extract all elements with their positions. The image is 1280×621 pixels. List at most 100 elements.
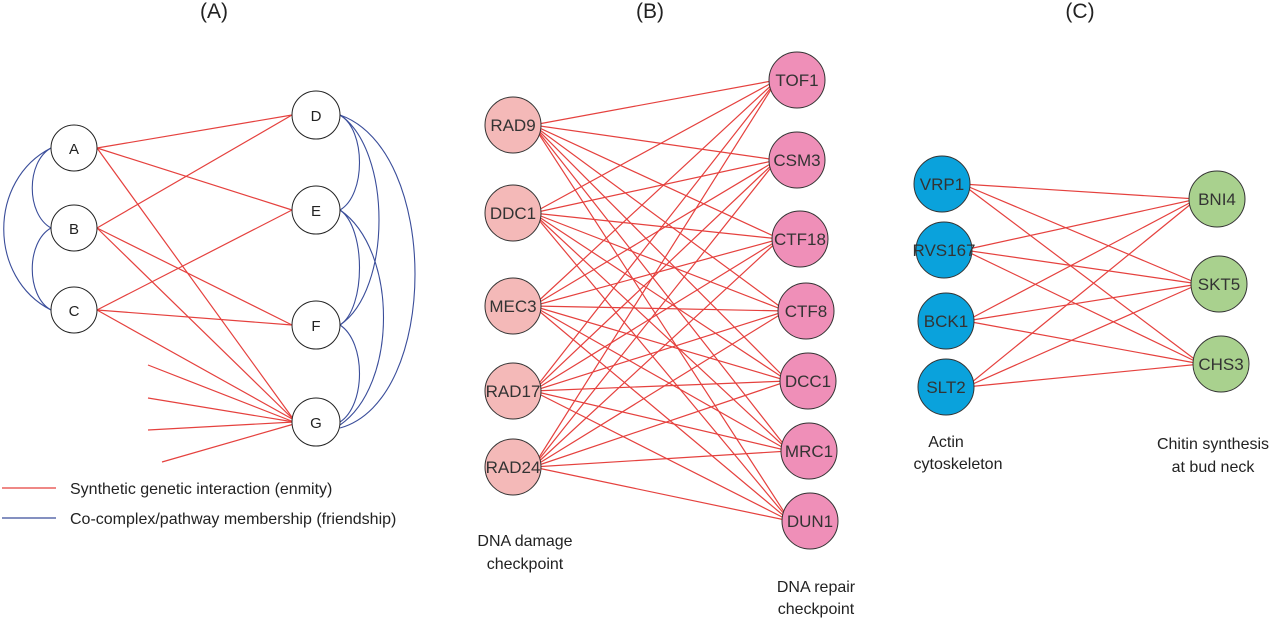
panel-b-edge-2-6 — [532, 305, 791, 522]
panel-b-edge-2-1 — [532, 159, 778, 307]
edge-c-g — [96, 309, 295, 421]
panel-b-edge-0-0 — [532, 79, 778, 126]
node-dcc1-label: DCC1 — [785, 372, 831, 391]
node-ddc1-label: DDC1 — [490, 204, 536, 223]
node-tof1: TOF1 — [768, 51, 826, 109]
panel-a-network: A B C D E F G — [3, 90, 416, 463]
panel-b-edge-0-5 — [532, 124, 790, 452]
node-skt5: SKT5 — [1190, 255, 1248, 313]
node-bni4: BNI4 — [1188, 170, 1246, 228]
node-e-label: E — [311, 203, 321, 220]
node-ctf18-label: CTF18 — [774, 230, 826, 249]
node-c: C — [50, 286, 98, 334]
node-slt2-label: SLT2 — [926, 378, 965, 397]
panel-c-left-caption-2: cytoskeleton — [914, 456, 1003, 473]
panel-b-edge-0-6 — [532, 124, 791, 522]
panel-b-edge-3-5 — [532, 390, 790, 452]
panel-b-edge-4-4 — [532, 380, 789, 468]
edge-e-f — [339, 209, 361, 326]
node-vrp1: VRP1 — [913, 155, 971, 213]
panel-b-edge-2-5 — [532, 305, 790, 452]
panel-c-edge-1-1 — [963, 249, 1200, 285]
node-f-label: F — [311, 318, 320, 335]
panel-b-title: (B) — [636, 0, 664, 23]
panel-b-network: RAD9 DDC1 MEC3 RAD17 RAD24 TOF1 CSM3 CTF… — [477, 51, 856, 618]
node-rad9: RAD9 — [484, 96, 542, 154]
panel-b-edge-4-0 — [532, 79, 778, 468]
panel-b-right-caption-1: DNA repair — [777, 579, 856, 596]
node-rad17-label: RAD17 — [486, 382, 541, 401]
edge-f-g — [339, 324, 361, 423]
node-ctf8-label: CTF8 — [785, 302, 828, 321]
edge-a-c — [3, 147, 52, 311]
node-ctf8: CTF8 — [777, 282, 835, 340]
panel-c-edge-3-2 — [965, 363, 1202, 388]
node-mrc1: MRC1 — [780, 422, 838, 480]
panel-c-edge-0-1 — [961, 183, 1200, 285]
node-chs3-label: CHS3 — [1198, 355, 1243, 374]
panel-c-nodes: VRP1 RVS167 BCK1 SLT2 BNI4 SKT5 CHS3 — [912, 155, 1250, 416]
panel-c-edge-3-0 — [965, 198, 1198, 388]
panel-b-left-caption-2: checkpoint — [487, 556, 564, 573]
edge-b-d — [96, 114, 293, 229]
panel-c-edge-2-0 — [965, 198, 1198, 322]
edge-a-d — [96, 114, 293, 149]
node-mec3-label: MEC3 — [489, 297, 536, 316]
node-dun1-label: DUN1 — [787, 512, 833, 531]
node-g-label: G — [310, 415, 322, 432]
node-skt5-label: SKT5 — [1198, 275, 1241, 294]
edge-a-g — [96, 147, 295, 421]
node-b-label: B — [69, 221, 79, 238]
panel-b-edge-0-3 — [532, 124, 787, 312]
node-rad24-label: RAD24 — [486, 458, 541, 477]
panel-b-edge-1-2 — [532, 212, 781, 240]
panel-b-edge-1-4 — [532, 212, 789, 382]
panel-b-edge-4-5 — [532, 450, 790, 468]
legend: Synthetic genetic interaction (enmity) C… — [2, 481, 396, 528]
edge-d-e — [339, 114, 361, 211]
legend-friendship-label: Co-complex/pathway membership (friendshi… — [70, 511, 396, 528]
edge-d-f — [339, 114, 380, 326]
node-chs3: CHS3 — [1192, 335, 1250, 393]
edge-b-f — [96, 227, 293, 326]
edge-stub-2 — [147, 397, 295, 423]
node-dcc1: DCC1 — [779, 352, 837, 410]
node-a: A — [50, 124, 98, 172]
edge-a-b — [31, 147, 52, 229]
node-mrc1-label: MRC1 — [785, 442, 833, 461]
panel-c-edge-3-1 — [965, 283, 1200, 388]
panel-c-right-caption-2: at bud neck — [1172, 459, 1256, 476]
node-dun1: DUN1 — [781, 492, 839, 550]
node-ctf18: CTF18 — [771, 210, 829, 268]
panel-c-right-caption-1: Chitin synthesis — [1157, 436, 1269, 453]
node-f: F — [291, 300, 341, 350]
edge-stub-4 — [161, 423, 295, 463]
panel-a-enmity-edges — [96, 114, 295, 463]
node-bni4-label: BNI4 — [1198, 190, 1236, 209]
panel-c-edge-0-2 — [961, 183, 1202, 365]
panel-c-edge-1-2 — [963, 249, 1202, 365]
panel-c-edge-1-0 — [963, 198, 1198, 251]
panel-b-edge-4-1 — [532, 159, 778, 468]
panel-b-edge-3-6 — [532, 390, 791, 522]
node-tof1-label: TOF1 — [775, 71, 818, 90]
node-rad17: RAD17 — [484, 362, 542, 420]
panel-b-right-caption-2: checkpoint — [778, 601, 855, 618]
panel-c-left-caption-1: Actin — [928, 434, 964, 451]
node-bck1-label: BCK1 — [924, 312, 968, 331]
node-vrp1-label: VRP1 — [920, 175, 964, 194]
panel-b-edge-2-4 — [532, 305, 789, 382]
edge-d-g — [339, 114, 416, 429]
panel-b-edge-1-0 — [532, 79, 778, 214]
node-mec3: MEC3 — [484, 277, 542, 335]
panel-b-edge-1-1 — [532, 159, 778, 214]
edge-a-e — [96, 147, 293, 211]
edge-c-e — [96, 209, 293, 311]
panel-b-nodes: RAD9 DDC1 MEC3 RAD17 RAD24 TOF1 CSM3 CTF… — [484, 51, 839, 550]
node-g: G — [291, 397, 341, 447]
panel-b-edge-0-2 — [532, 124, 781, 240]
node-ddc1: DDC1 — [484, 184, 542, 242]
node-rad24: RAD24 — [484, 438, 542, 496]
node-d-label: D — [311, 108, 322, 125]
